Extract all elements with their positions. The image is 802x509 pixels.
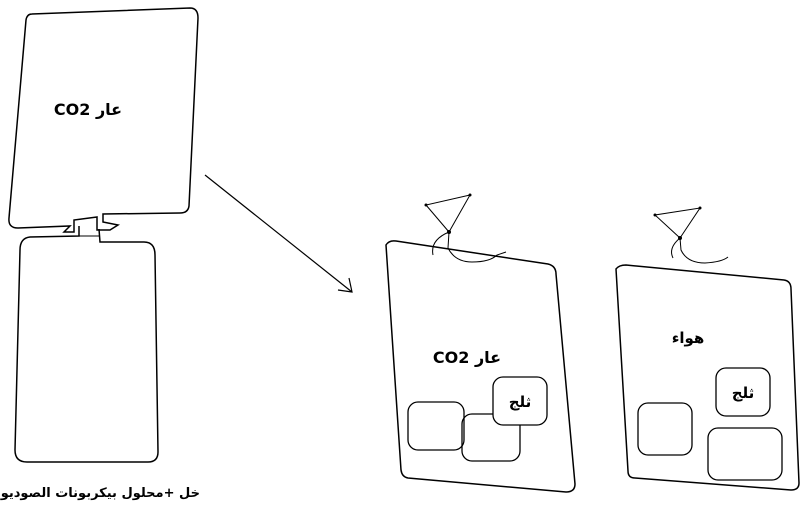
gas-bag-left-label: عار CO2 — [54, 100, 122, 119]
ice-cube — [715, 367, 771, 417]
ice-cube — [461, 413, 521, 462]
ice-cube — [407, 401, 465, 451]
ice-cube — [707, 427, 783, 481]
right-bag-label: هواء — [672, 329, 705, 347]
reaction-bottle — [14, 226, 159, 463]
right-ice-label: ثلج — [732, 384, 755, 402]
gas-bag-left — [8, 7, 199, 233]
transfer-arrow — [204, 174, 353, 293]
ice-cube — [492, 376, 548, 426]
bottle-caption: خل +محلول بيكربونات الصوديوم — [0, 486, 200, 501]
right-bag — [615, 206, 800, 491]
middle-ice-label: ثلج — [509, 393, 532, 411]
ice-cube — [637, 402, 693, 456]
middle-bag — [385, 193, 576, 493]
middle-bag-label: عار CO2 — [433, 348, 501, 367]
